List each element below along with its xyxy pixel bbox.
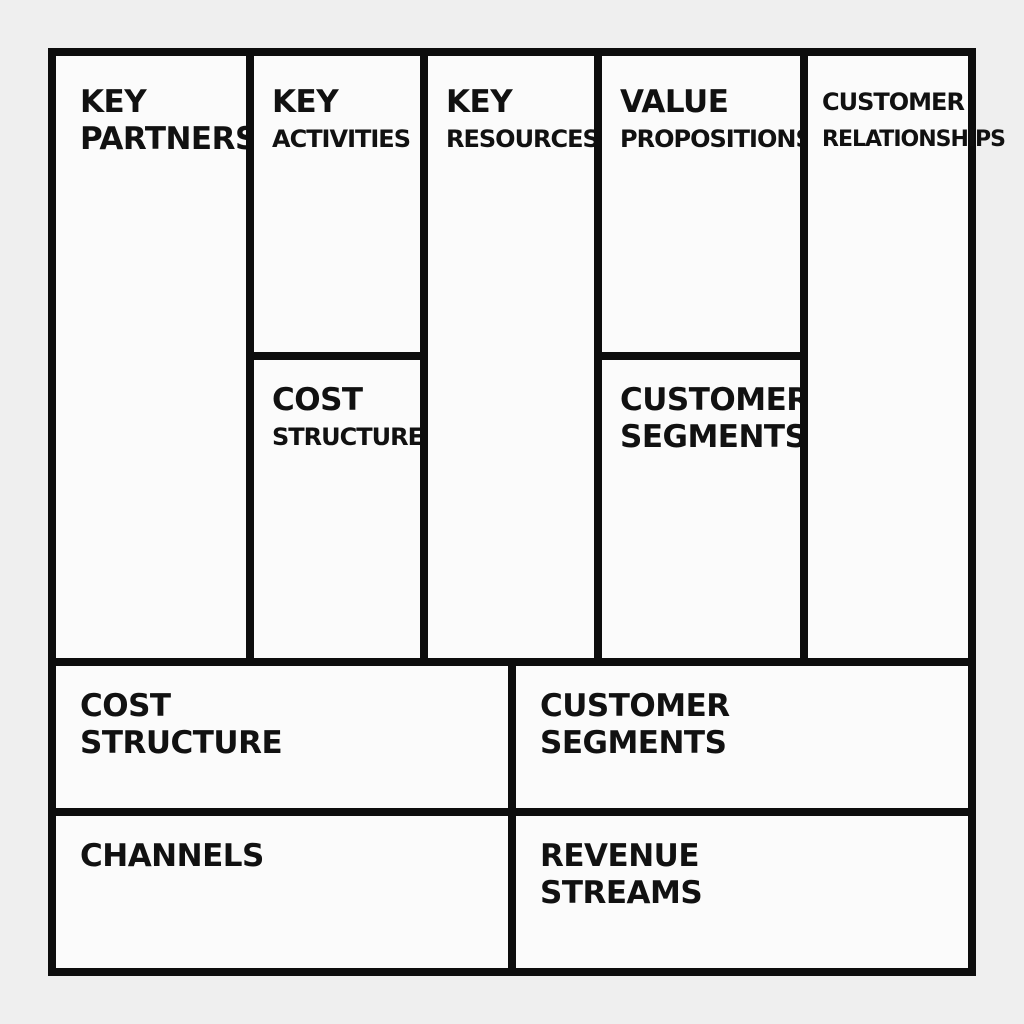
cost-structure-inner-line-2: STRUCTURE: [272, 423, 424, 451]
key-resources-line-2: RESOURCES: [446, 125, 600, 153]
customer-segments-bottom-cell: CUSTOMER SEGMENTS: [508, 658, 976, 816]
business-model-canvas: KEY PARTNERS KEY ACTIVITIES COST STRUCTU…: [48, 48, 1006, 976]
key-resources-cell: KEY RESOURCES: [420, 48, 602, 666]
customer-relationships-line-2: RELATIONSHIPS: [822, 127, 1006, 152]
customer-segments-inner-line-1: CUSTOMER: [620, 382, 810, 418]
cost-structure-bottom-cell: COST STRUCTURE: [48, 658, 516, 816]
channels-cell: CHANNELS: [48, 808, 516, 976]
cost-structure-inner-cell: COST STRUCTURE: [246, 352, 428, 666]
cost-structure-inner-label: COST STRUCTURE: [272, 382, 424, 456]
revenue-streams-line-1: REVENUE: [540, 838, 700, 874]
value-propositions-label: VALUE PROPOSITIONS: [620, 84, 813, 158]
cost-structure-inner-line-1: COST: [272, 382, 363, 418]
revenue-streams-line-2: STREAMS: [540, 875, 703, 911]
cost-structure-bottom-label: COST STRUCTURE: [80, 688, 283, 762]
key-resources-label: KEY RESOURCES: [446, 84, 600, 158]
value-propositions-line-2: PROPOSITIONS: [620, 125, 813, 153]
value-propositions-cell: VALUE PROPOSITIONS: [594, 48, 813, 360]
key-activities-line-1: KEY: [272, 84, 339, 120]
customer-segments-bottom-label: CUSTOMER SEGMENTS: [540, 688, 730, 762]
customer-segments-inner-label: CUSTOMER SEGMENTS: [620, 382, 810, 456]
customer-relationships-label: CUSTOMER RELATIONSHIPS: [822, 84, 1006, 158]
customer-relationships-line-1: CUSTOMER: [822, 88, 965, 116]
customer-segments-bottom-line-2: SEGMENTS: [540, 725, 727, 761]
channels-label: CHANNELS: [80, 838, 264, 875]
key-partners-line-2: PARTNERS: [80, 121, 257, 157]
key-partners-line-1: KEY: [80, 84, 147, 120]
customer-relationships-cell: CUSTOMER RELATIONSHIPS: [800, 48, 1006, 666]
key-activities-cell: KEY ACTIVITIES: [246, 48, 428, 360]
key-partners-cell: KEY PARTNERS: [48, 48, 257, 666]
revenue-streams-label: REVENUE STREAMS: [540, 838, 703, 912]
customer-segments-inner-line-2: SEGMENTS: [620, 419, 807, 455]
key-activities-line-2: ACTIVITIES: [272, 125, 411, 153]
revenue-streams-cell: REVENUE STREAMS: [508, 808, 976, 976]
customer-segments-bottom-line-1: CUSTOMER: [540, 688, 730, 724]
cost-structure-bottom-line-2: STRUCTURE: [80, 725, 283, 761]
cost-structure-bottom-line-1: COST: [80, 688, 171, 724]
customer-segments-inner-cell: CUSTOMER SEGMENTS: [594, 352, 810, 666]
key-activities-label: KEY ACTIVITIES: [272, 84, 411, 158]
key-partners-label: KEY PARTNERS: [80, 84, 257, 158]
key-resources-line-1: KEY: [446, 84, 513, 120]
channels-line-1: CHANNELS: [80, 838, 264, 874]
value-propositions-line-1: VALUE: [620, 84, 729, 120]
